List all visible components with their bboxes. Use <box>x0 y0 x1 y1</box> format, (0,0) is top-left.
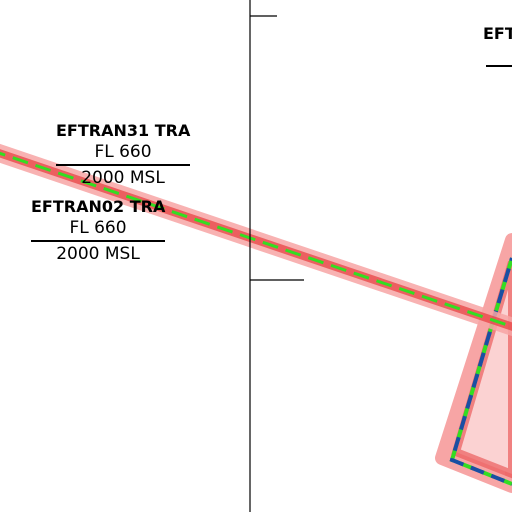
limit-divider <box>56 164 190 166</box>
airspace-label-eft-partial[interactable]: EFT <box>483 26 512 42</box>
tra-corridor[interactable] <box>0 143 512 337</box>
airspace-name: EFT <box>483 24 512 43</box>
lower-limit: 2000 MSL <box>56 244 140 264</box>
lower-limit: 2000 MSL <box>81 168 165 188</box>
upper-limit: FL 660 <box>69 218 127 238</box>
airspace-label-eftran31[interactable]: EFTRAN31 TRA FL 660 2000 MSL <box>56 123 190 187</box>
tra-corridor-dashed-green <box>0 151 512 329</box>
airspace-name: EFTRAN31 TRA <box>56 121 191 140</box>
limit-divider <box>31 240 165 242</box>
airspace-name: EFTRAN02 TRA <box>31 197 166 216</box>
tra-boundary-dashed-blue <box>449 257 512 486</box>
airspace-label-eftran02[interactable]: EFTRAN02 TRA FL 660 2000 MSL <box>31 199 165 263</box>
upper-limit: FL 660 <box>94 142 152 162</box>
tra-polygon-right[interactable] <box>435 233 512 493</box>
